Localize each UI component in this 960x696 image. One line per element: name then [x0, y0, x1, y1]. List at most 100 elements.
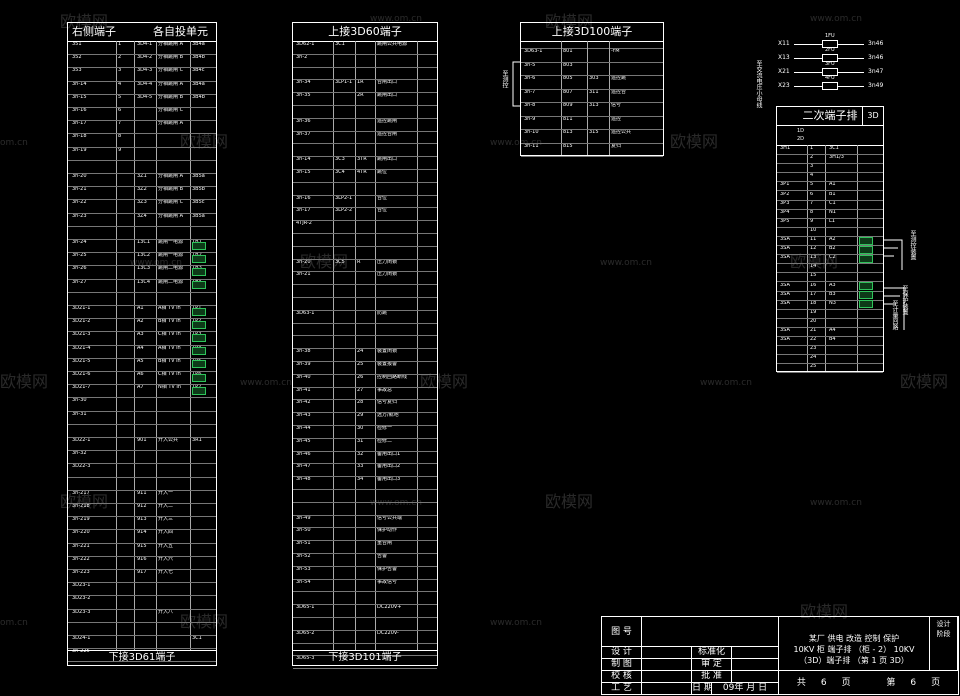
top-table-title: 上接3D100端子 — [521, 23, 663, 42]
table-cell: 3D21-4 — [72, 345, 91, 351]
table-cell: 3SA — [780, 255, 790, 261]
table-cell: 8 — [118, 134, 122, 140]
table-row: 3D23-2 — [68, 595, 216, 610]
table-cell: 3n-16 — [296, 195, 311, 201]
table-cell: 遥控跳闸 — [377, 118, 398, 124]
table-cell: 开入四 — [158, 530, 174, 536]
table-row — [293, 67, 437, 81]
table-cell: 24 — [357, 349, 364, 355]
table-row — [293, 143, 437, 158]
table-cell: 3C1 — [192, 636, 202, 641]
table-cell: 13C3 — [137, 266, 151, 272]
table-cell: 7 — [810, 200, 814, 206]
fuse-left-label: X21 — [778, 68, 790, 75]
table-cell: 3n-10 — [524, 130, 539, 135]
table-cell: 3n-15 — [296, 170, 311, 175]
fuse-left-label: X13 — [778, 54, 790, 61]
table-cell: 914 — [137, 530, 147, 536]
table-row: 3n-30 — [68, 397, 216, 412]
table-row: 3n-32 — [68, 450, 216, 465]
table-cell: 3H1/3 — [829, 155, 844, 161]
terminal-marker — [192, 360, 206, 369]
table-cell: 3n-52 — [296, 554, 311, 559]
tb-pages: 共 6 页 第 6 页 — [779, 671, 958, 695]
table-cell: 3D22-1 — [72, 438, 91, 443]
tb-draw-value — [642, 659, 692, 671]
table-cell: 3B5c — [192, 200, 205, 206]
left-table-col2-title: 各自投单元 — [153, 25, 208, 38]
tb-drawing-no-label: 图 号 — [602, 617, 642, 647]
table-row: 14 — [777, 263, 883, 274]
table-cell: 9 — [810, 218, 814, 224]
left-table-header: 右侧端子 各自投单元 — [68, 23, 216, 42]
table-row: 3 — [777, 163, 883, 174]
right-side-label-2: 至保护装置 — [901, 285, 908, 315]
table-cell: 303 — [589, 76, 599, 81]
table-cell: 3D4-4 — [137, 81, 153, 87]
table-cell: 17 — [810, 291, 817, 297]
table-cell: 10 — [810, 227, 817, 233]
table-cell: B相 TV In — [158, 358, 181, 364]
table-cell: 15 — [810, 273, 817, 279]
table-row — [68, 477, 216, 491]
table-cell: 3n-219 — [72, 517, 90, 523]
terminal-marker — [192, 307, 206, 316]
table-cell: 信号公共端 — [377, 515, 403, 521]
table-cell: 6 — [810, 191, 814, 197]
table-cell: 29 — [357, 413, 364, 419]
table-row — [68, 622, 216, 636]
table-row: 3n-31 — [68, 411, 216, 425]
table-cell: 3D4-1 — [137, 42, 153, 47]
table-cell: 信号 — [611, 103, 622, 108]
table-cell: 1 — [810, 146, 814, 151]
table-cell: 4 — [118, 81, 122, 87]
table-cell: 备用出口2 — [377, 464, 401, 470]
table-cell: 3C4 — [335, 170, 345, 175]
tb-design-value — [642, 647, 692, 659]
right-side-label-1: 至测控装置 — [909, 230, 916, 260]
table-cell: 3n-14 — [72, 81, 87, 87]
table-cell: 3D23-1 — [72, 583, 91, 589]
watermark-text: 欧模网 — [60, 492, 109, 511]
table-cell: 3SA — [780, 300, 790, 306]
table-row — [293, 489, 437, 503]
tb-total-label: 共 — [796, 678, 806, 688]
tb-title-line1: 某厂 供电 改造 控制 保护 — [808, 634, 900, 643]
table-row — [293, 297, 437, 311]
table-row: 3D65-3 — [293, 655, 437, 670]
table-cell: 3P4 — [780, 209, 790, 215]
table-cell: 19 — [810, 309, 817, 315]
left-table-footer: 下接3D61端子 — [68, 650, 216, 665]
terminal-marker — [859, 254, 873, 263]
tb-corner: 设计 阶段 — [930, 617, 958, 671]
table-cell: 4TR — [357, 170, 367, 175]
table-cell: N相 TV In — [158, 385, 182, 391]
table-cell: 3 — [118, 68, 122, 74]
table-cell: B4 — [829, 337, 836, 343]
watermark-url: www.om.cn — [240, 378, 292, 388]
watermark-url: www.om.cn — [810, 498, 862, 508]
table-cell: A5 — [137, 358, 144, 364]
table-cell: 保护告警 — [377, 566, 398, 572]
table-cell: 开入八 — [158, 609, 174, 615]
title-block: 图 号 设 计 标准化 制 图 审 定 校 核 批 准 工 艺 日 期 09年 … — [601, 616, 959, 695]
table-cell: 分相跳闸 C — [158, 200, 184, 206]
table-cell: 315 — [589, 130, 599, 135]
top-table-bracket — [512, 61, 520, 107]
table-cell: 3n-30 — [72, 398, 87, 404]
